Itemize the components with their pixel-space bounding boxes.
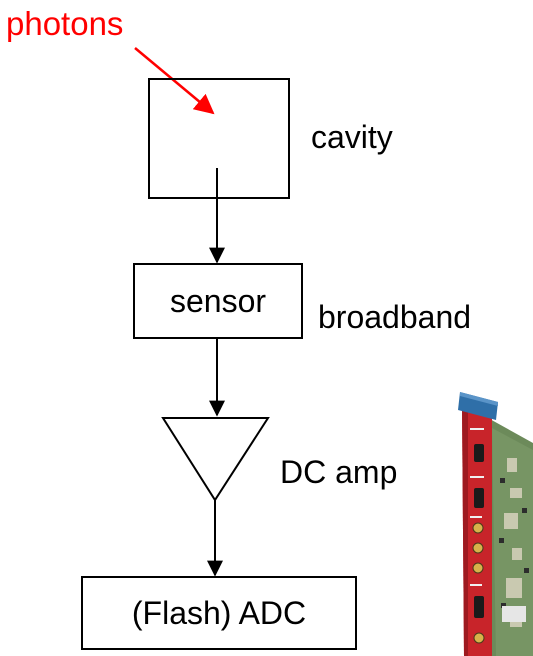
cavity-box — [149, 79, 289, 198]
dc-amp-triangle — [163, 418, 268, 500]
cavity-label: cavity — [311, 121, 393, 153]
adc-label: (Flash) ADC — [82, 577, 356, 649]
dc-amp-label: DC amp — [280, 456, 397, 488]
photons-label: photons — [6, 7, 123, 40]
photons-arrow — [135, 48, 213, 113]
broadband-label: broadband — [318, 301, 471, 333]
digitizer-board-photo — [452, 388, 533, 656]
sensor-label: sensor — [134, 264, 302, 338]
